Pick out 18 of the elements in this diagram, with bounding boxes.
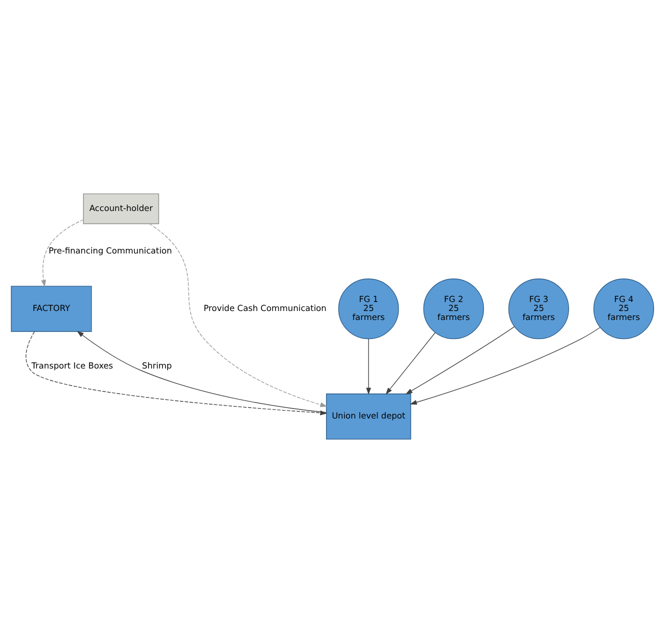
node-box: FACTORY bbox=[10, 285, 92, 332]
arrow bbox=[410, 326, 600, 404]
arrow bbox=[41, 218, 84, 286]
node-circle: FG 4 25 farmers bbox=[593, 278, 654, 339]
node-circle: FG 3 25 farmers bbox=[508, 278, 570, 339]
node-circle: FG 1 25 farmers bbox=[338, 278, 399, 339]
arrow bbox=[386, 332, 436, 394]
edge-label: Transport Ice Boxes bbox=[31, 360, 114, 370]
edge-label: Provide Cash Communication bbox=[204, 302, 326, 312]
edge-label: Shrimp bbox=[142, 360, 172, 370]
arrow bbox=[366, 338, 372, 394]
edge-label: Pre-financing Communication bbox=[48, 244, 172, 255]
arrow bbox=[405, 326, 515, 394]
arrow bbox=[76, 330, 327, 412]
node-box: Union level depot bbox=[326, 393, 412, 440]
node-circle: FG 2 25 farmers bbox=[423, 278, 484, 339]
arrow bbox=[149, 223, 328, 407]
node-box: Account-holder bbox=[83, 192, 160, 224]
